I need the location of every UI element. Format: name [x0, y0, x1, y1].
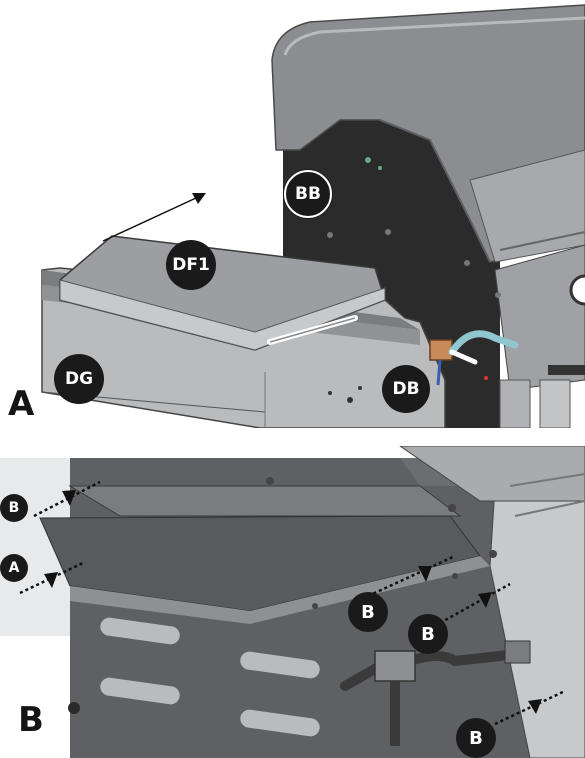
- screw: [385, 229, 391, 235]
- cart-leg: [499, 379, 531, 428]
- lid-edge: [379, 119, 491, 263]
- callout-b3: B: [408, 614, 448, 654]
- panel-a: BB DF1 DG DB A: [8, 4, 585, 428]
- leader-b3: [439, 582, 511, 625]
- side-burner-hole: [358, 386, 362, 390]
- gas-valve: [429, 339, 453, 361]
- lid-front-line: [499, 231, 585, 251]
- red-dot: [484, 376, 488, 380]
- control-panel: [494, 244, 585, 391]
- leader-b2: [367, 554, 456, 598]
- valve-stem: [436, 359, 442, 386]
- arrowhead: [44, 572, 58, 588]
- arrowhead: [478, 592, 492, 608]
- panel-a-illustration: [41, 4, 585, 428]
- arrowhead: [418, 566, 432, 582]
- slot: [240, 651, 320, 679]
- grill-line: [509, 473, 585, 487]
- callout-df1: DF1: [166, 240, 216, 290]
- pipe-fitting: [504, 640, 531, 664]
- slot: [100, 617, 180, 645]
- leader-b4: [494, 689, 566, 726]
- panel-letter-b: B: [18, 700, 44, 740]
- bolt: [489, 550, 497, 558]
- lid-highlight: [283, 16, 585, 56]
- grill-line: [514, 500, 585, 517]
- lid-front: [469, 149, 585, 263]
- screw: [327, 232, 333, 238]
- panel-b-illustration: [0, 446, 585, 758]
- screw: [495, 292, 501, 298]
- side-burner-lid-edge: [59, 279, 386, 351]
- indicator: [378, 166, 382, 170]
- arrowhead: [62, 490, 76, 506]
- callout-dg: DG: [54, 354, 104, 404]
- side-burner-hole: [347, 397, 353, 403]
- slot: [240, 709, 320, 737]
- bolt: [68, 702, 80, 714]
- leader-heads: [44, 490, 542, 714]
- bolt: [312, 603, 318, 609]
- grill-upper-right: [399, 446, 585, 502]
- brand-badge: [548, 365, 585, 375]
- callout-b2: B: [348, 592, 388, 632]
- motion-arrow-head: [192, 193, 206, 204]
- upper-shelf: [68, 485, 462, 517]
- slot: [100, 677, 180, 705]
- screw: [464, 260, 470, 266]
- callout-a1: A: [0, 554, 28, 582]
- motion-arrow-line: [102, 197, 197, 242]
- callout-bb: BB: [284, 170, 332, 218]
- lid-handle-outline: [269, 317, 356, 343]
- side-burner-hole: [328, 391, 332, 395]
- panel-b: B A B B B B: [0, 446, 585, 758]
- panel-letter-a: A: [8, 384, 35, 424]
- bolt: [452, 573, 458, 579]
- control-knob: [569, 274, 585, 306]
- callout-b4: B: [456, 718, 496, 758]
- shelf-lip: [70, 556, 490, 624]
- valve-handle: [449, 349, 478, 365]
- arrowhead: [528, 699, 542, 714]
- cart-leg-2: [539, 379, 571, 428]
- callout-b1: B: [0, 494, 28, 522]
- bolt: [448, 504, 456, 512]
- gas-hose: [448, 330, 519, 356]
- indicator: [365, 157, 371, 163]
- callout-db: DB: [382, 365, 430, 413]
- gas-valve-b: [374, 650, 416, 682]
- bolt: [266, 477, 274, 485]
